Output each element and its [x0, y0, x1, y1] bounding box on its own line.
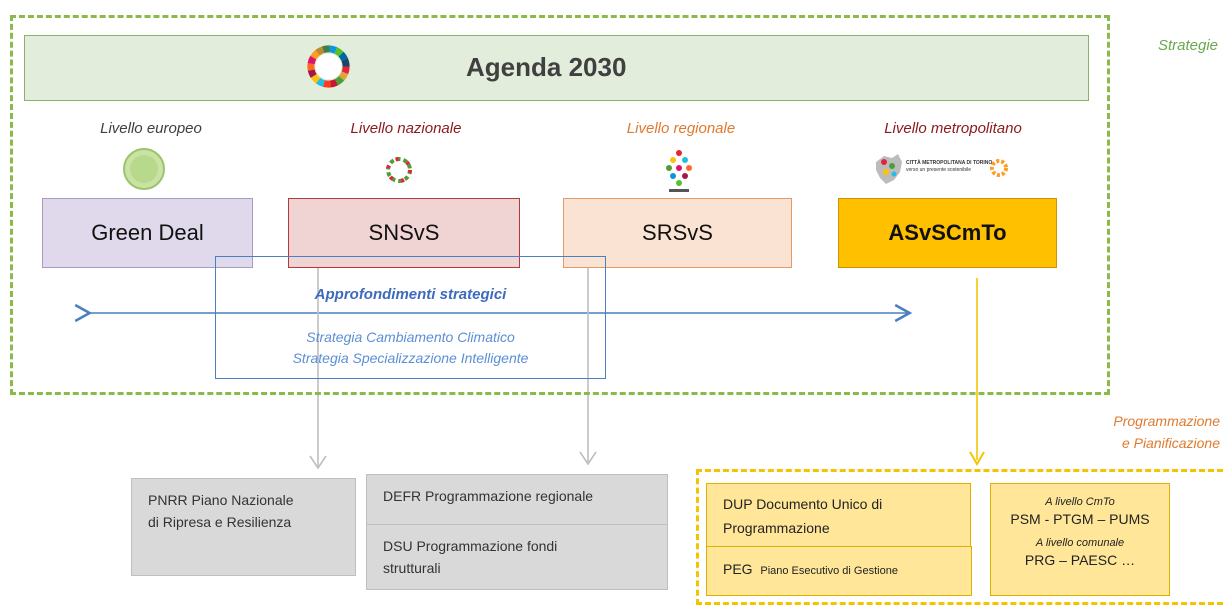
- programmazione-label-line: Programmazione: [1113, 413, 1220, 429]
- approfondimenti-frame: [215, 256, 606, 379]
- regional-outputs-box: DEFR Programmazione regionale DSU Progra…: [366, 474, 668, 590]
- peg-description: Piano Esecutivo di Gestione: [760, 565, 898, 577]
- strategia-item: Strategia Cambiamento Climatico: [306, 329, 515, 345]
- piemonte-logo-icon: [666, 150, 692, 192]
- pnrr-box: PNRR Piano Nazionale di Ripresa e Resili…: [131, 478, 356, 576]
- level-label-eu: Livello europeo: [100, 120, 202, 137]
- agenda-banner: [24, 35, 1089, 101]
- programmazione-label: Programmazione e Pianificazione: [1070, 410, 1220, 454]
- dup-box: DUP Documento Unico di Programmazione: [706, 483, 971, 549]
- metro-logo-text-2: verso un presente sostenibile: [906, 167, 972, 173]
- programmazione-label-line: e Pianificazione: [1121, 435, 1220, 451]
- snsvs-arrowhead: [309, 455, 327, 470]
- citta-metropolitana-logo-icon: [876, 154, 1008, 184]
- green-deal-logo-icon: [123, 148, 165, 190]
- pnrr-line: di Ripresa e Resilienza: [148, 514, 292, 530]
- level-label-nazionale: Livello nazionale: [350, 120, 462, 137]
- defr-item: DEFR Programmazione regionale: [367, 475, 667, 525]
- snsvs-logo-icon: [386, 157, 412, 183]
- strategia-item: Strategia Specializzazione Intelligente: [292, 350, 529, 366]
- dsu-line: strutturali: [383, 560, 441, 576]
- dup-line: Programmazione: [723, 520, 830, 536]
- dup-line: DUP Documento Unico di: [723, 496, 883, 512]
- pnrr-line: PNRR Piano Nazionale: [148, 492, 294, 508]
- peg-box: PEG Piano Esecutivo di Gestione: [706, 546, 972, 596]
- comunale-plans: PRG – PAESC …: [1024, 552, 1136, 568]
- cmto-plans-box: A livello CmTo PSM - PTGM – PUMS A livel…: [990, 483, 1170, 596]
- sdg-wheel-icon: [307, 45, 350, 88]
- dsu-item: DSU Programmazione fondi strutturali: [367, 526, 667, 590]
- asvscmto-box: ASvSCmTo: [838, 198, 1057, 268]
- level-label-metropolitano: Livello metropolitano: [884, 120, 1022, 137]
- programmazione-frame: [696, 469, 1223, 605]
- dsu-line: DSU Programmazione fondi: [383, 538, 558, 554]
- comunale-heading: A livello comunale: [1035, 537, 1125, 549]
- metro-logo-text-1: CITTÀ METROPOLITANA DI TORINO: [906, 160, 993, 166]
- agenda-title: Agenda 2030: [466, 52, 627, 82]
- level-label-regionale: Livello regionale: [626, 120, 736, 137]
- cmto-plans: PSM - PTGM – PUMS: [1010, 511, 1150, 527]
- approfondimenti-title: Approfondimenti strategici: [314, 286, 507, 303]
- cmto-heading: A livello CmTo: [1045, 496, 1115, 508]
- srsvs-arrowhead: [579, 451, 597, 466]
- peg-main: PEG: [723, 561, 753, 577]
- strategie-label: Strategie: [1157, 37, 1218, 54]
- asvscmto-arrowhead: [969, 451, 985, 466]
- strategie-frame: [10, 15, 1110, 395]
